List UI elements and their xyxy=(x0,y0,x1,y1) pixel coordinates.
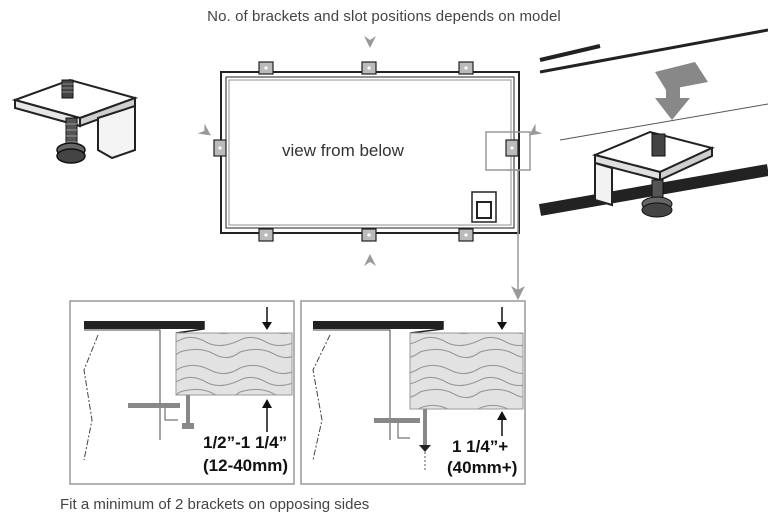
detail-panel-thin-worktop xyxy=(69,300,295,485)
view-label: view from below xyxy=(282,141,404,160)
bracket-illustration-installed xyxy=(538,28,768,218)
bracket-illustration-left xyxy=(11,78,139,164)
thin-worktop-range-metric: (12-40mm) xyxy=(203,456,289,475)
bottom-caption: Fit a minimum of 2 brackets on opposing … xyxy=(60,496,370,513)
detail-panel-thick-worktop xyxy=(300,300,526,485)
thick-worktop-range-metric: (40mm+) xyxy=(447,458,518,477)
bracket-pointer-arrows xyxy=(197,36,543,266)
detail-connector-arrow xyxy=(508,169,525,300)
top-caption: No. of brackets and slot positions depen… xyxy=(207,8,561,25)
hob-underside-view xyxy=(213,61,531,242)
thin-worktop-range-imperial: 1/2”-1 1/4” xyxy=(203,433,288,452)
thick-worktop-range-imperial: 1 1/4”+ xyxy=(452,437,509,456)
